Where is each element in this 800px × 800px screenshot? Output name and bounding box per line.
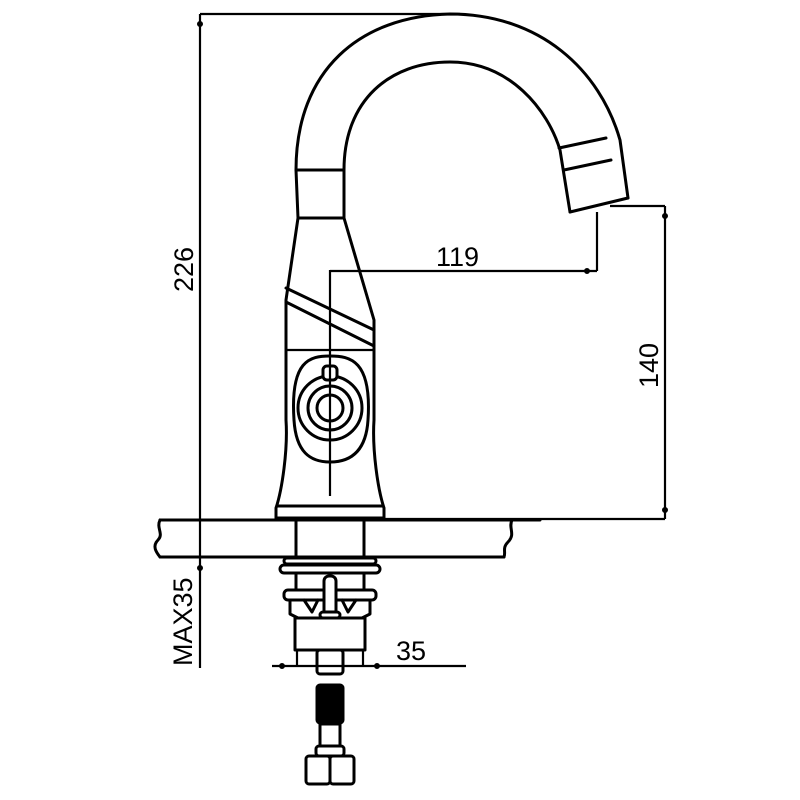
label-outlet-height: 140	[634, 342, 664, 388]
label-spout-reach: 119	[436, 242, 480, 272]
faucet-body	[274, 216, 386, 520]
dimension-226	[197, 12, 460, 520]
label-max-deck-thickness: MAX35	[168, 577, 198, 666]
label-overall-height: 226	[169, 246, 199, 292]
supply-hose	[304, 683, 356, 786]
label-shank-diameter: 35	[396, 636, 427, 666]
spout	[294, 12, 630, 220]
dimension-119	[330, 212, 599, 274]
mounting-hardware	[278, 556, 382, 676]
dimension-140	[384, 204, 668, 521]
dimension-35	[272, 663, 466, 669]
